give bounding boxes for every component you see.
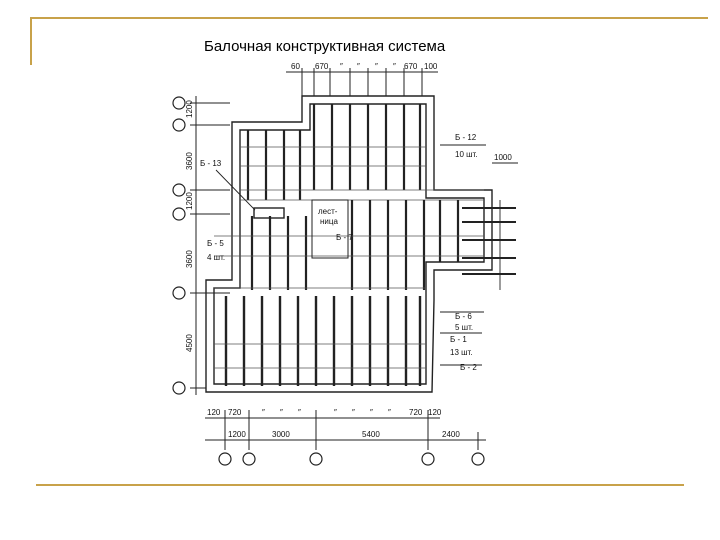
bottom-dim-2400: 2400 <box>442 430 460 439</box>
beam-b13-block <box>253 207 285 219</box>
bottom-ditto-4: ″ <box>334 408 337 417</box>
label-b1-count: 13 шт. <box>450 348 473 357</box>
lower-beams <box>224 296 422 386</box>
top-dimension-labels: 60 670 ″ ″ ″ ″ 670 100 <box>291 62 438 71</box>
bottom-dims-row2: 1200 3000 5400 2400 <box>228 430 460 439</box>
bottom-dimension-lines <box>205 410 486 450</box>
lower-crossing-lines <box>214 343 426 369</box>
label-b6: Б - 6 <box>455 312 472 321</box>
middle-beams <box>250 200 460 290</box>
label-leaders <box>215 144 486 366</box>
left-dim-1200-a: 1200 <box>185 100 194 118</box>
bottom-rule <box>36 484 684 486</box>
top-dim-ditto-4: ″ <box>393 62 396 71</box>
bottom-dim-720-b: 720 <box>409 408 423 417</box>
label-b13: Б - 13 <box>200 159 222 168</box>
stair-label-line2: ница <box>320 217 338 226</box>
left-dim-4500: 4500 <box>185 334 194 352</box>
top-dim-670-b: 670 <box>404 62 418 71</box>
left-dim-1200-b: 1200 <box>185 192 194 210</box>
label-b6-count: 5 шт. <box>455 323 473 332</box>
top-dim-ditto-3: ″ <box>375 62 378 71</box>
top-dim-670-a: 670 <box>315 62 329 71</box>
bottom-dim-120-a: 120 <box>207 408 221 417</box>
label-b2: Б - 2 <box>460 363 477 372</box>
bottom-ditto-1: ″ <box>262 408 265 417</box>
bottom-dim-3000: 3000 <box>272 430 290 439</box>
beam-labels: Б - 12 10 шт. Б - 13 Б - 7 Б - 5 4 шт. Б… <box>200 133 478 372</box>
upper-crossing-lines <box>240 146 484 201</box>
left-dim-3600-b: 3600 <box>185 250 194 268</box>
top-dimension-line <box>286 68 438 96</box>
label-b5: Б - 5 <box>207 239 224 248</box>
top-dim-100: 100 <box>424 62 438 71</box>
axis-markers-left <box>172 96 186 395</box>
top-rule <box>30 17 708 19</box>
bottom-ditto-5: ″ <box>352 408 355 417</box>
label-b1: Б - 1 <box>450 335 467 344</box>
bottom-dims-row1: 120 720 ″ ″ ″ ″ ″ ″ ″ 720 120 <box>207 408 442 417</box>
stair-well <box>311 199 349 259</box>
cantilever-beams <box>462 207 516 275</box>
middle-crossing-lines <box>214 235 484 289</box>
bottom-dim-120-b: 120 <box>428 408 442 417</box>
label-b12-count: 10 шт. <box>455 150 478 159</box>
bottom-dim-720-a: 720 <box>228 408 242 417</box>
bottom-ditto-7: ″ <box>388 408 391 417</box>
right-dim-1000: 1000 <box>494 153 512 162</box>
label-b7: Б - 7 <box>336 233 353 242</box>
label-b12: Б - 12 <box>455 133 477 142</box>
left-dimension-line <box>190 96 230 395</box>
top-dim-60: 60 <box>291 62 300 71</box>
bottom-dim-5400: 5400 <box>362 430 380 439</box>
bottom-ditto-2: ″ <box>280 408 283 417</box>
label-b5-count: 4 шт. <box>207 253 225 262</box>
top-dim-ditto-2: ″ <box>357 62 360 71</box>
left-dim-3600-a: 3600 <box>185 152 194 170</box>
stair-label-line1: лест- <box>318 207 338 216</box>
axis-markers-bottom <box>218 452 485 466</box>
left-rule <box>30 17 32 65</box>
bottom-dim-1200: 1200 <box>228 430 246 439</box>
bottom-ditto-3: ″ <box>298 408 301 417</box>
slide-title: Балочная конструктивная система <box>204 38 446 55</box>
bottom-ditto-6: ″ <box>370 408 373 417</box>
upper-beams <box>246 104 422 200</box>
top-dim-ditto-1: ″ <box>340 62 343 71</box>
